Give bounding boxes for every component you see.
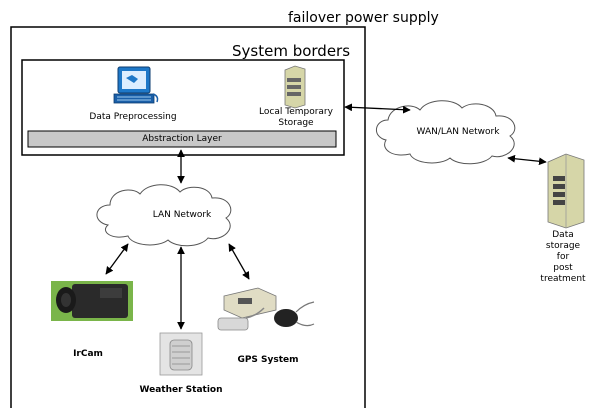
gps-system-label: GPS System (237, 355, 299, 365)
data-storage-server-icon (547, 153, 585, 229)
local-storage-server-icon (284, 65, 306, 109)
wan-network-label: WAN/LAN Network (416, 127, 500, 137)
lan-cloud-shape (96, 184, 232, 247)
abstraction-layer-bar (27, 130, 337, 148)
weather-station-icon (159, 332, 203, 376)
local-storage-label: Local Temporary Storage (259, 107, 333, 128)
abstraction-layer-label: Abstraction Layer (142, 134, 222, 144)
data-preprocessing-label: Data Preprocessing (89, 112, 177, 122)
system-borders-label: System borders (232, 42, 351, 60)
data-storage-label: Data storage for post treatment (540, 230, 586, 284)
computer-icon (113, 66, 159, 104)
failover-power-supply-label: failover power supply (288, 10, 439, 26)
arrow-lan-ircam (105, 243, 129, 275)
arrow-lan-gps (228, 243, 250, 280)
power-supply-box (10, 26, 366, 408)
ircam-icon (51, 281, 133, 321)
lan-network-label: LAN Network (152, 210, 212, 220)
weather-station-label: Weather Station (139, 385, 223, 395)
arrow-system-wan (344, 103, 411, 114)
gps-system-icon (217, 287, 315, 331)
arrow-wan-datastorage (507, 154, 547, 166)
ircam-label: IrCam (73, 349, 103, 359)
